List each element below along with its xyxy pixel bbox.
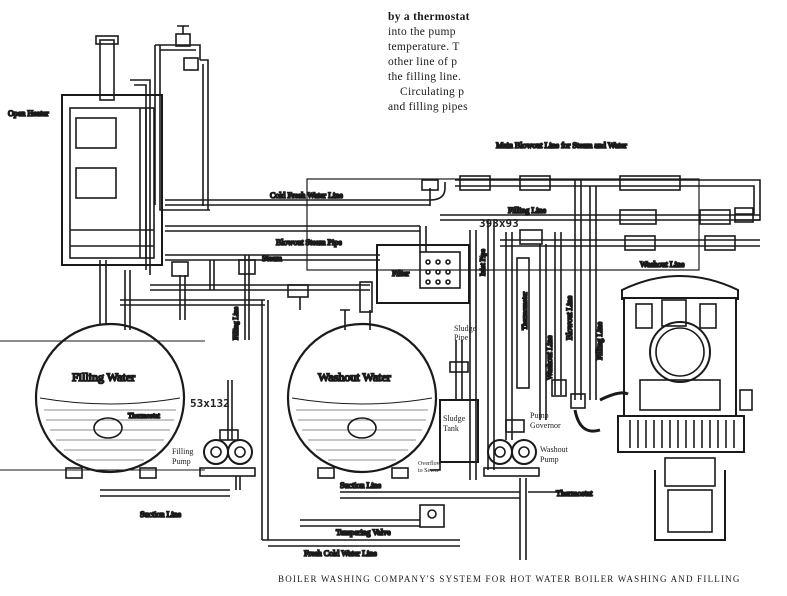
blowout-steam-pipe	[165, 226, 427, 261]
label-washout-line-top: Washout Line	[640, 260, 685, 269]
label-thermostat-left: Thermostat	[128, 412, 160, 420]
locomotive	[573, 275, 753, 541]
label-overflow: Overflow to Sewer	[418, 461, 441, 474]
bottom-piping	[100, 300, 560, 560]
label-filter: Filter	[392, 269, 410, 278]
label-sludge-tank: Sludge Tank	[443, 414, 466, 433]
small-size-tag: 53x132	[190, 397, 230, 410]
label-fresh-cold-water: Fresh Cold Water Line	[304, 549, 377, 558]
heater-top-piping	[130, 25, 210, 275]
paragraph-line-7: and filling pipes	[388, 101, 468, 113]
paragraph-line-1: by a thermostat	[388, 11, 470, 23]
paragraph-line-2: into the pump	[388, 26, 456, 38]
label-open-heater: Open Heater	[8, 109, 49, 118]
main-blowout-pipe	[421, 175, 761, 223]
washout-water-tank	[286, 309, 438, 479]
label-cold-fresh-water: Cold Fresh Water Line	[270, 191, 343, 200]
label-inlet-pipe: Inlet Pipe	[479, 249, 487, 276]
label-sludge-pipe: Sludge Pipe	[454, 324, 477, 342]
box-size-tag: 393x93	[479, 217, 519, 230]
label-filling-pump: Filling Pump	[172, 447, 194, 466]
paragraph-line-3: temperature. T	[388, 41, 460, 53]
filling-pump	[199, 380, 256, 477]
label-pump-governor: Pump Governor	[530, 411, 561, 430]
open-heater	[61, 35, 163, 266]
label-washout-pump: Washout Pump	[540, 445, 568, 464]
label-filling-water: Filling Water	[72, 370, 135, 384]
washout-line-top-pipe	[500, 229, 760, 251]
label-filling-line-left-v: Filling Line	[232, 307, 240, 340]
paragraph-line-4: other line of p	[388, 56, 458, 68]
label-blowout-line-v: Blowout Line	[565, 295, 574, 340]
label-thermostat-bottom: Thermostat	[556, 489, 593, 498]
highlight-box	[306, 178, 700, 271]
washout-pump	[483, 419, 540, 477]
label-filling-line-top: Filling Line	[508, 206, 546, 215]
middle-vertical-pipes	[469, 180, 597, 480]
label-filling-line-v: Filling Line	[595, 322, 604, 360]
label-blowout-steam-pipe: Blowout Steam Pipe	[276, 238, 342, 247]
filling-water-tank	[34, 260, 186, 479]
steam-valves	[120, 255, 373, 340]
label-washout-line-v: Washout Line	[545, 335, 554, 380]
label-main-blowout: Main Blowout Line for Steam and Water	[496, 141, 627, 150]
label-washout-water: Washout Water	[318, 370, 391, 384]
figure-caption: BOILER WASHING COMPANY'S SYSTEM FOR HOT …	[278, 574, 741, 584]
label-suction-line-mid: Suction Line	[340, 481, 382, 490]
label-tempering-valve: Tempering Valve	[336, 528, 391, 537]
filter-unit	[376, 244, 470, 304]
paragraph-line-6: Circulating p	[400, 86, 465, 98]
cold-fresh-water-pipe	[165, 182, 446, 232]
paragraph-line-5: the filling line.	[388, 71, 462, 83]
label-steam: Steam	[262, 254, 283, 263]
label-suction-line-left: Suction Line	[140, 510, 182, 519]
label-thermometer: Thermometer	[521, 291, 529, 330]
sludge-tank	[439, 340, 479, 463]
